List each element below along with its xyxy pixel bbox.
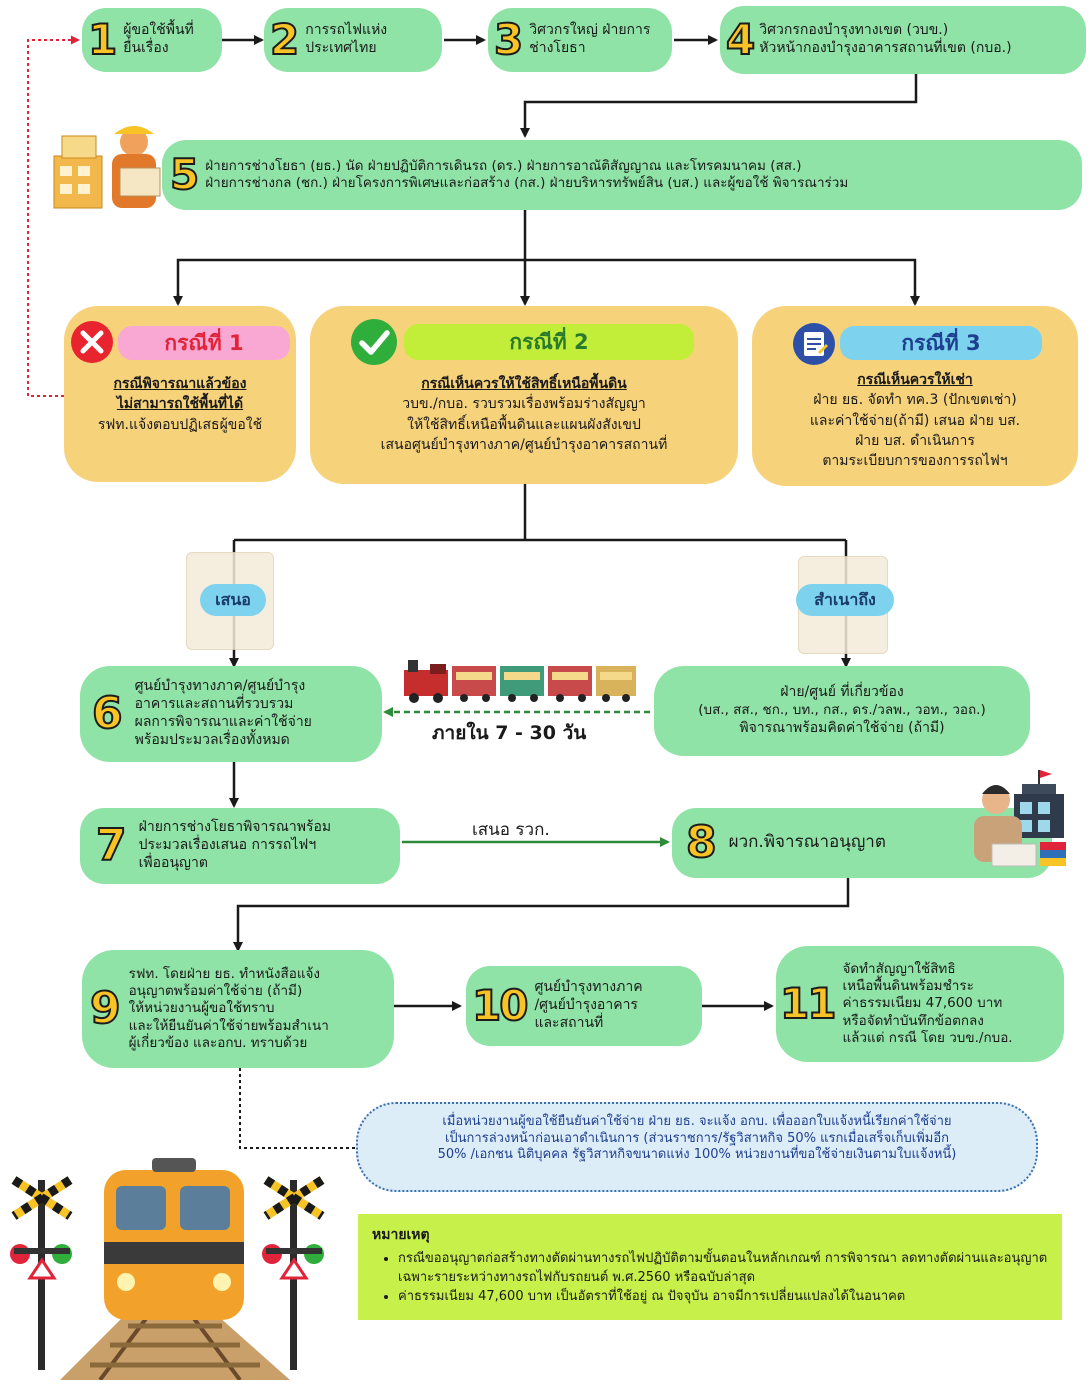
step-3-text: วิศวกรใหญ่ ฝ่ายการช่างโยธา: [529, 22, 651, 56]
case-2-text-2: ให้ใช้สิทธิ์เหนือพื้นดินและแผนผังสังเขป: [407, 416, 641, 433]
copy-to-tag: สำเนาถึง: [796, 584, 894, 616]
related-departments-box: ฝ่าย/ศูนย์ ที่เกี่ยวข้อง (บส., สส., ชก.,…: [654, 666, 1030, 756]
step-6-box: 6 ศูนย์บำรุงทางภาค/ศูนย์บำรุง อาคารและสถ…: [80, 666, 382, 762]
step-11-line-4: หรือจัดทำบันทึกข้อตกลง: [842, 1012, 984, 1029]
x-circle-icon: [70, 320, 114, 364]
step-1-box: 1 ผู้ขอใช้พื้นที่ยื่นเรื่อง: [82, 8, 222, 72]
payment-note-line-1: เมื่อหน่วยงานผู้ขอใช้ยืนยันค่าใช้จ่าย ฝ่…: [442, 1114, 952, 1129]
case-2-body: กรณีเห็นควรให้ใช้สิทธิ์เหนือพื้นดิน วบข.…: [318, 374, 730, 455]
step-7-box: 7 ฝ่ายการช่างโยธาพิจารณาพร้อม ประมวลเรื่…: [80, 808, 400, 884]
case-3-body: กรณีเห็นควรให้เช่า ฝ่าย ยธ. จัดทำ ทค.3 (…: [758, 370, 1072, 471]
step-4-line-2: หัวหน้ากองบำรุงอาคารสถานที่เขต (กบอ.): [759, 40, 1012, 56]
case-2-title: กรณีที่ 2: [404, 324, 694, 360]
propose-rwk-label: เสนอ รวก.: [472, 820, 550, 840]
step-6-line-3: ผลการพิจารณาและค่าใช้จ่าย: [134, 714, 312, 730]
step-9-line-1: รฟท. โดยฝ่าย ยธ. ทำหนังสือแจ้ง: [128, 965, 321, 982]
step-3-number: 3: [493, 15, 524, 64]
step-8-text: ผวก.พิจารณาอนุญาต: [728, 832, 886, 853]
document-note-icon: [792, 322, 836, 366]
step-2-box: 2 การรถไฟแห่งประเทศไทย: [264, 8, 442, 72]
related-departments-line-1: ฝ่าย/ศูนย์ ที่เกี่ยวข้อง: [780, 684, 904, 701]
case-3-card: กรณีที่ 3 กรณีเห็นควรให้เช่า ฝ่าย ยธ. จั…: [752, 306, 1078, 486]
step-4-number: 4: [725, 15, 756, 64]
payment-note-line-2: เป็นการล่วงหน้าก่อนเอาดำเนินการ (ส่วนราช…: [444, 1130, 950, 1146]
step-11-box: 11 จัดทำสัญญาใช้สิทธิ เหนือพื้นดินพร้อมช…: [776, 946, 1064, 1062]
step-9-box: 9 รฟท. โดยฝ่าย ยธ. ทำหนังสือแจ้ง อนุญาตพ…: [82, 950, 394, 1068]
step-11-line-5: แล้วแต่ กรณี โดย วบข./กบอ.: [842, 1029, 1013, 1046]
step-2-text: การรถไฟแห่งประเทศไทย: [305, 22, 388, 56]
step-11-number: 11: [779, 979, 837, 1028]
case-1-title: กรณีที่ 1: [118, 326, 290, 360]
check-circle-icon: [350, 318, 398, 366]
case-3-title: กรณีที่ 3: [840, 326, 1042, 360]
case-3-heading: กรณีเห็นควรให้เช่า: [857, 372, 973, 388]
step-9-number: 9: [89, 983, 122, 1034]
step-4-line-1: วิศวกรกองบำรุงทางเขต (วบข.): [759, 22, 949, 39]
step-11-line-3: ค่าธรรมเนียม 47,600 บาท: [842, 995, 1003, 1012]
official-illustration: [962, 770, 1070, 874]
step-1-number: 1: [87, 15, 118, 64]
step-5-line-1: ฝ่ายการช่างโยธา (ยธ.) นัด ฝ่ายปฏิบัติการ…: [205, 157, 802, 174]
step-7-number: 7: [95, 820, 128, 871]
case-2-heading: กรณีเห็นควรให้ใช้สิทธิ์เหนือพื้นดิน: [421, 376, 627, 392]
remark-item: กรณีขออนุญาตก่อสร้างทางตัดผ่านทางรถไฟปฏิ…: [398, 1250, 1048, 1288]
step-6-line-2: อาคารและสถานที่รวบรวม: [134, 696, 294, 713]
step-10-line-3: และสถานที่: [534, 1014, 604, 1031]
step-11-line-1: จัดทำสัญญาใช้สิทธิ: [842, 960, 956, 977]
train-crossing-illustration: [0, 1150, 340, 1382]
case-3-text-1: ฝ่าย ยธ. จัดทำ ทค.3 (ปักเขตเช่า): [813, 392, 1017, 409]
remark-box: หมายเหตุ กรณีขออนุญาตก่อสร้างทางตัดผ่านท…: [358, 1214, 1062, 1320]
step-5-box: 5 ฝ่ายการช่างโยธา (ยธ.) นัด ฝ่ายปฏิบัติก…: [162, 140, 1082, 210]
within-days-label: ภายใน 7 - 30 วัน: [432, 722, 587, 744]
step-8-number: 8: [685, 817, 718, 868]
engineer-illustration: [48, 116, 170, 212]
step-10-number: 10: [471, 981, 529, 1030]
case-2-text-3: เสนอศูนย์บำรุงทางภาค/ศูนย์บำรุงอาคารสถาน…: [380, 436, 668, 453]
case-2-text-1: วบข./กบอ. รวบรวมเรื่องพร้อมร่างสัญญา: [402, 396, 646, 413]
case-1-heading-2: ไม่สามารถใช้พื้นที่ได้: [116, 396, 244, 413]
step-6-number: 6: [91, 688, 124, 739]
case-1-text: รฟท.แจ้งตอบปฏิเสธผู้ขอใช้: [97, 416, 263, 433]
payment-note: เมื่อหน่วยงานผู้ขอใช้ยืนยันค่าใช้จ่าย ฝ่…: [356, 1102, 1038, 1192]
step-9-line-4: และให้ยืนยันค่าใช้จ่ายพร้อมสำเนา: [128, 1017, 329, 1034]
step-9-line-5: ผู้เกี่ยวข้อง และอกบ. ทราบด้วย: [128, 1034, 308, 1051]
step-1-text: ผู้ขอใช้พื้นที่ยื่นเรื่อง: [123, 22, 194, 56]
step-5-number: 5: [169, 150, 200, 199]
case-1-body: กรณีพิจารณาแล้วข้อง ไม่สามารถใช้พื้นที่ไ…: [70, 374, 290, 435]
step-7-line-2: ประมวลเรื่องเสนอ การรถไฟฯ: [138, 837, 317, 854]
payment-note-line-3: 50% /เอกชน นิติบุคคล รัฐวิสาหกิจขนาดแห่ง…: [437, 1147, 957, 1163]
propose-tag: เสนอ: [200, 584, 266, 616]
step-9-line-2: อนุญาตพร้อมค่าใช้จ่าย (ถ้ามี): [128, 983, 303, 1000]
remark-item: ค่าธรรมเนียม 47,600 บาท เป็นอัตราที่ใช้อ…: [398, 1288, 1048, 1307]
case-3-text-3: ฝ่าย บส. ดำเนินการ: [855, 432, 975, 449]
case-1-heading-1: กรณีพิจารณาแล้วข้อง: [113, 376, 247, 392]
step-10-line-1: ศูนย์บำรุงทางภาค: [534, 979, 643, 996]
step-9-line-3: ให้หน่วยงานผู้ขอใช้ทราบ: [128, 1000, 275, 1017]
step-7-line-3: เพื่ออนุญาต: [138, 854, 208, 871]
step-3-box: 3 วิศวกรใหญ่ ฝ่ายการช่างโยธา: [488, 8, 672, 72]
case-3-text-4: ตามระเบียบการของการรถไฟฯ: [822, 453, 1008, 470]
step-10-box: 10 ศูนย์บำรุงทางภาค /ศูนย์บำรุงอาคาร และ…: [466, 966, 702, 1046]
related-departments-line-2: (บส., สส., ชก., บท., กส., ดร./วลพ., วอท.…: [698, 702, 986, 719]
case-1-card: กรณีที่ 1 กรณีพิจารณาแล้วข้อง ไม่สามารถใ…: [64, 306, 296, 482]
step-4-box: 4 วิศวกรกองบำรุงทางเขต (วบข.) หัวหน้ากอง…: [720, 6, 1086, 74]
related-departments-line-3: พิจารณาพร้อมคิดค่าใช้จ่าย (ถ้ามี): [739, 719, 945, 736]
remark-title: หมายเหตุ: [372, 1227, 430, 1243]
step-11-line-2: เหนือพื้นดินพร้อมชำระ: [842, 978, 974, 995]
step-2-number: 2: [269, 15, 300, 64]
step-7-line-1: ฝ่ายการช่างโยธาพิจารณาพร้อม: [138, 819, 332, 836]
step-5-line-2: ฝ่ายการช่างกล (ชก.) ฝ่ายโครงการพิเศษและก…: [205, 175, 849, 191]
step-10-line-2: /ศูนย์บำรุงอาคาร: [534, 997, 638, 1014]
step-6-line-4: พร้อมประมวลเรื่องทั้งหมด: [134, 731, 290, 748]
case-2-card: กรณีที่ 2 กรณีเห็นควรให้ใช้สิทธิ์เหนือพื…: [310, 306, 738, 484]
step-6-line-1: ศูนย์บำรุงทางภาค/ศูนย์บำรุง: [134, 678, 306, 695]
train-illustration: [400, 656, 640, 704]
case-3-text-2: และค่าใช้จ่าย(ถ้ามี) เสนอ ฝ่าย บส.: [809, 412, 1021, 429]
